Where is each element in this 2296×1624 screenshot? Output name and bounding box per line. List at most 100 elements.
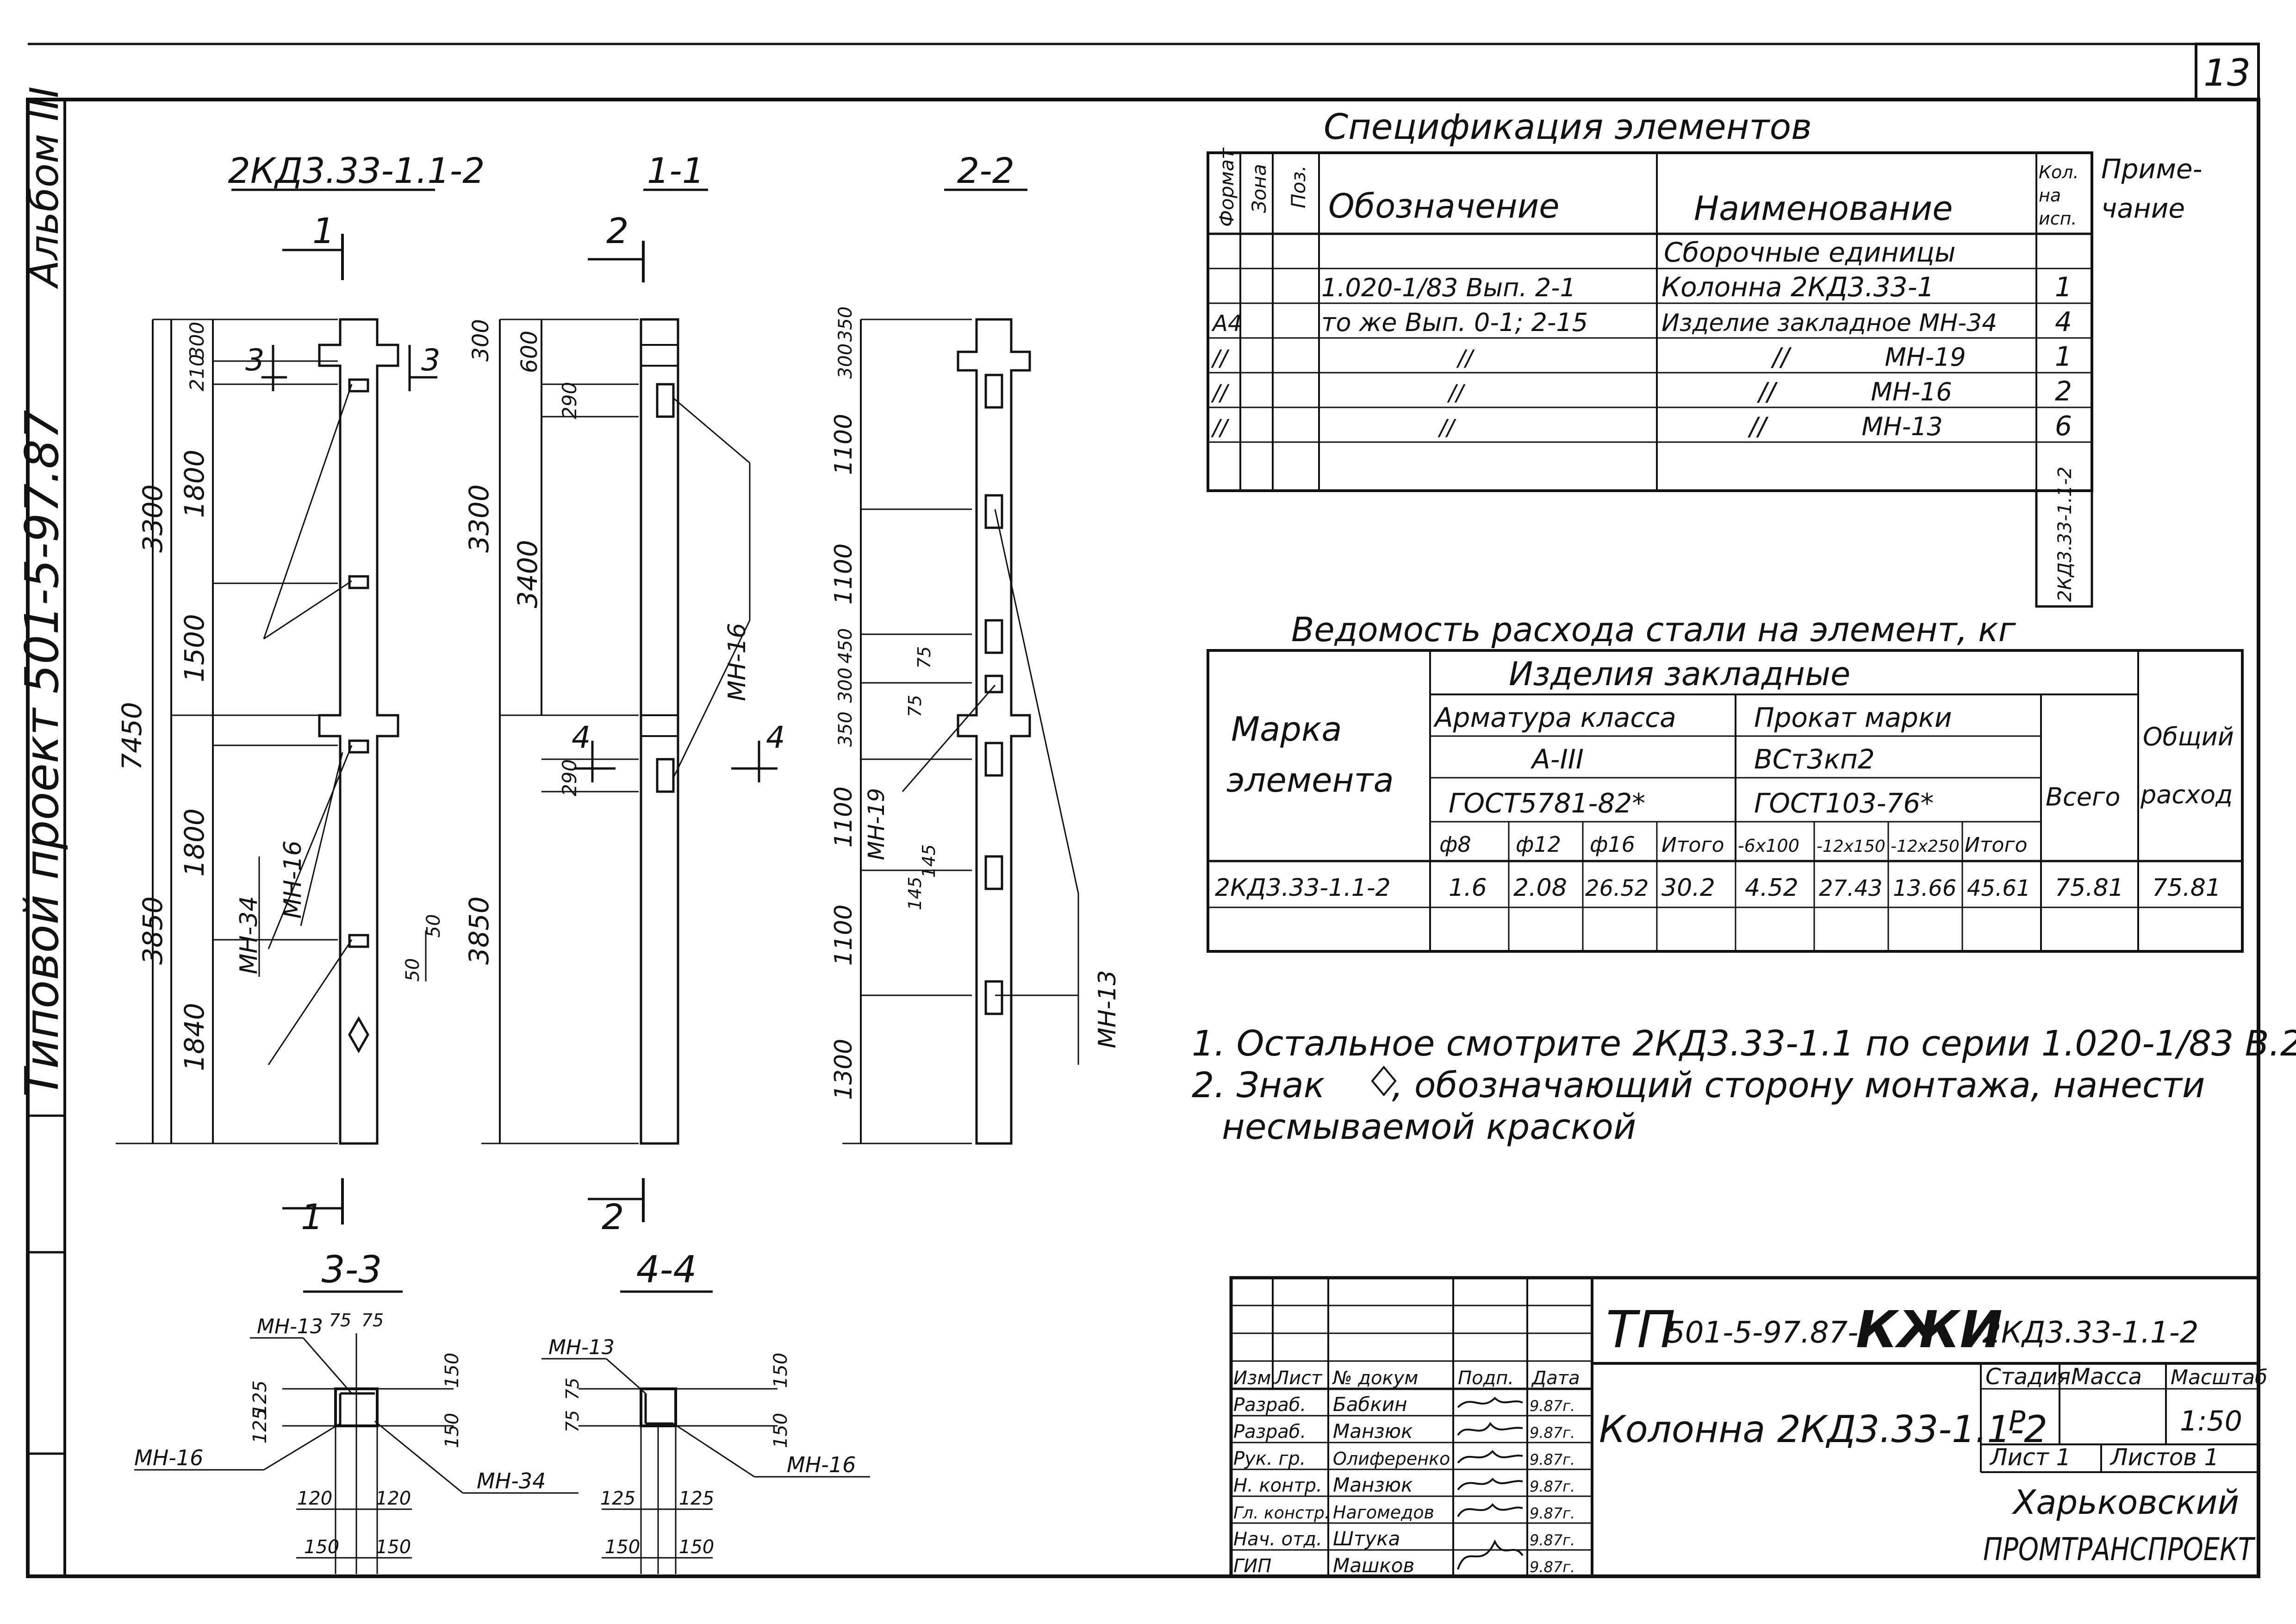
section44-title: 4-4 xyxy=(636,1248,697,1291)
tb-r3-date: 9.87г. xyxy=(1530,1478,1575,1495)
dim-300: 300 xyxy=(186,322,208,359)
tb-r6-role: ГИП xyxy=(1233,1555,1271,1577)
steel-col-7: Итого xyxy=(1965,833,2028,857)
elevation-view: 2КД3.33-1.1-2 1 1 3 3 745 xyxy=(116,150,485,1237)
tb-r5-name: Штука xyxy=(1333,1527,1400,1550)
steel-h-overall1: Общий xyxy=(2143,722,2234,751)
dim-3850: 3850 xyxy=(137,896,168,965)
spec-h-qty3: исп. xyxy=(2039,208,2077,229)
specification-table: Спецификация элементов Формат Зона Поз. … xyxy=(1207,106,2203,608)
edim-300: 300 xyxy=(835,344,856,379)
steel-h-class: А-III xyxy=(1530,743,1584,775)
cut-2-top: 2 xyxy=(606,210,628,251)
embed-mn16-side-bot xyxy=(656,758,675,793)
mounting-side-mark xyxy=(348,1016,369,1054)
s44-125a: 125 xyxy=(600,1488,635,1509)
section-2-2: 2-2 350 300 1100 1100 450 300 350 1100 1… xyxy=(830,150,1121,1145)
s33-120a: 120 xyxy=(297,1488,332,1509)
steel-h-mark2: элемента xyxy=(1226,761,1394,800)
spec-h-qty2: на xyxy=(2039,185,2061,206)
spec-r0-name: Колонна 2КД3.33-1 xyxy=(1661,271,1934,303)
sheet-number: 13 xyxy=(2203,51,2251,94)
sdim-290b: 290 xyxy=(558,759,581,796)
tb-r0-date: 9.87г. xyxy=(1530,1397,1575,1415)
spec-r3-name: // МН-16 xyxy=(1757,377,1952,406)
section-4-4: 4-4 МН-13 75 75 150 150 МН-16 125 125 15… xyxy=(541,1248,870,1574)
dim-50a: 50 xyxy=(402,958,423,982)
label-mn16-side: МН-16 xyxy=(723,623,751,701)
edim-1100b: 1100 xyxy=(830,543,858,605)
spec-exec-label: 2КД3.33-1.1-2 xyxy=(2054,467,2076,602)
spec-r1-qty: 4 xyxy=(2055,306,2072,337)
s44-150a: 150 xyxy=(770,1353,791,1388)
note-3: несмываемой краской xyxy=(1222,1106,1636,1147)
cut-2-bottom: 2 xyxy=(602,1196,624,1237)
note-2: 2. Знак , обозначающий сторону монтажа, … xyxy=(1192,1064,2205,1106)
tb-r1-name: Манзюк xyxy=(1333,1420,1413,1443)
tb-scale-h: Масштаб xyxy=(2171,1366,2267,1389)
section-1-1: 1-1 2 2 4 4 300 600 290 3300 xyxy=(463,150,785,1237)
label-mn19: МН-19 xyxy=(864,788,890,860)
spec-h-designation: Обозначение xyxy=(1328,187,1560,225)
steel-h-mark1: Марка xyxy=(1231,710,1342,749)
spec-r1-designation: то же Вып. 0-1; 2-15 xyxy=(1321,308,1588,337)
spec-r1-name: Изделие закладное МН-34 xyxy=(1661,309,1997,337)
side-captions: Альбом III Типовой проект 501-5-97.87 xyxy=(15,87,69,1097)
embed-mn34-bot xyxy=(348,934,369,948)
tb-org1: Харьковский xyxy=(2011,1483,2239,1522)
s33-150a: 150 xyxy=(442,1353,463,1388)
tb-r6-name: Машков xyxy=(1333,1554,1414,1577)
steel-row-v3: 30.2 xyxy=(1661,874,1715,902)
cut-4-left: 4 xyxy=(572,720,591,755)
spec-h-qty1: Кол. xyxy=(2039,162,2079,182)
steel-h-overall2: расход xyxy=(2140,780,2233,809)
spec-r0-designation: 1.020-1/83 Вып. 2-1 xyxy=(1321,273,1576,302)
s44-150b: 150 xyxy=(770,1413,791,1448)
steel-col-1: ф12 xyxy=(1516,832,1561,857)
tb-r3-name: Манзюк xyxy=(1333,1474,1413,1496)
tb-r2-role: Рук. гр. xyxy=(1233,1448,1306,1469)
steel-row-v7: 45.61 xyxy=(1967,875,2030,901)
s33-75a: 75 xyxy=(329,1310,351,1330)
tb-h-date: Дата xyxy=(1531,1368,1580,1389)
edim-350b: 350 xyxy=(835,712,856,747)
tb-r5-role: Нач. отд. xyxy=(1233,1529,1322,1550)
tb-sheet: Лист 1 xyxy=(1989,1444,2071,1471)
steel-row-v5: 27.43 xyxy=(1819,875,1882,901)
tb-r3-role: Н. контр. xyxy=(1233,1475,1322,1496)
edim-1100c: 1100 xyxy=(830,787,858,848)
steel-row-mark: 2КД3.33-1.1-2 xyxy=(1215,874,1391,902)
steel-row-v1: 2.08 xyxy=(1513,874,1567,902)
code-prefix: ТП xyxy=(1606,1300,1675,1359)
s44-75b: 75 xyxy=(562,1410,583,1432)
steel-col-0: ф8 xyxy=(1439,832,1471,857)
steel-row-v0: 1.6 xyxy=(1449,874,1487,902)
tb-r1-date: 9.87г. xyxy=(1530,1424,1575,1442)
steel-row-v6: 13.66 xyxy=(1893,875,1956,901)
tb-r2-name: Олиференко xyxy=(1333,1449,1450,1469)
spec-r2-designation: // xyxy=(1456,345,1475,371)
s44-mn13: МН-13 xyxy=(548,1336,615,1359)
dim-7450: 7450 xyxy=(116,702,148,770)
code-mark: КЖИ xyxy=(1856,1300,2003,1359)
notes: 1. Остальное смотрите 2КД3.33-1.1 по сер… xyxy=(1192,1023,2296,1147)
spec-r1-format: А4 xyxy=(1211,311,1242,337)
spec-r2-format: // xyxy=(1211,345,1230,371)
edim-1100d: 1100 xyxy=(830,905,858,966)
edim-75b: 75 xyxy=(905,695,925,717)
spec-r3-qty: 2 xyxy=(2055,375,2072,407)
dim-210: 210 xyxy=(186,354,208,391)
embed-mn34-top xyxy=(348,378,369,393)
edim-300b: 300 xyxy=(835,668,856,703)
s33-mn13: МН-13 xyxy=(257,1315,323,1338)
steel-col-4: -6х100 xyxy=(1738,836,1799,856)
spec-h-zone: Зона xyxy=(1248,164,1270,213)
tb-r4-date: 9.87г. xyxy=(1530,1505,1575,1522)
embed-mn34-mid xyxy=(348,575,369,589)
edim-145b: 145 xyxy=(919,844,939,878)
project-label: Типовой проект 501-5-97.87 xyxy=(15,410,69,1097)
steel-col-5: -12х150 xyxy=(1817,837,1885,856)
steel-col-6: -12х250 xyxy=(1891,837,1960,856)
tb-r5-date: 9.87г. xyxy=(1530,1531,1575,1549)
